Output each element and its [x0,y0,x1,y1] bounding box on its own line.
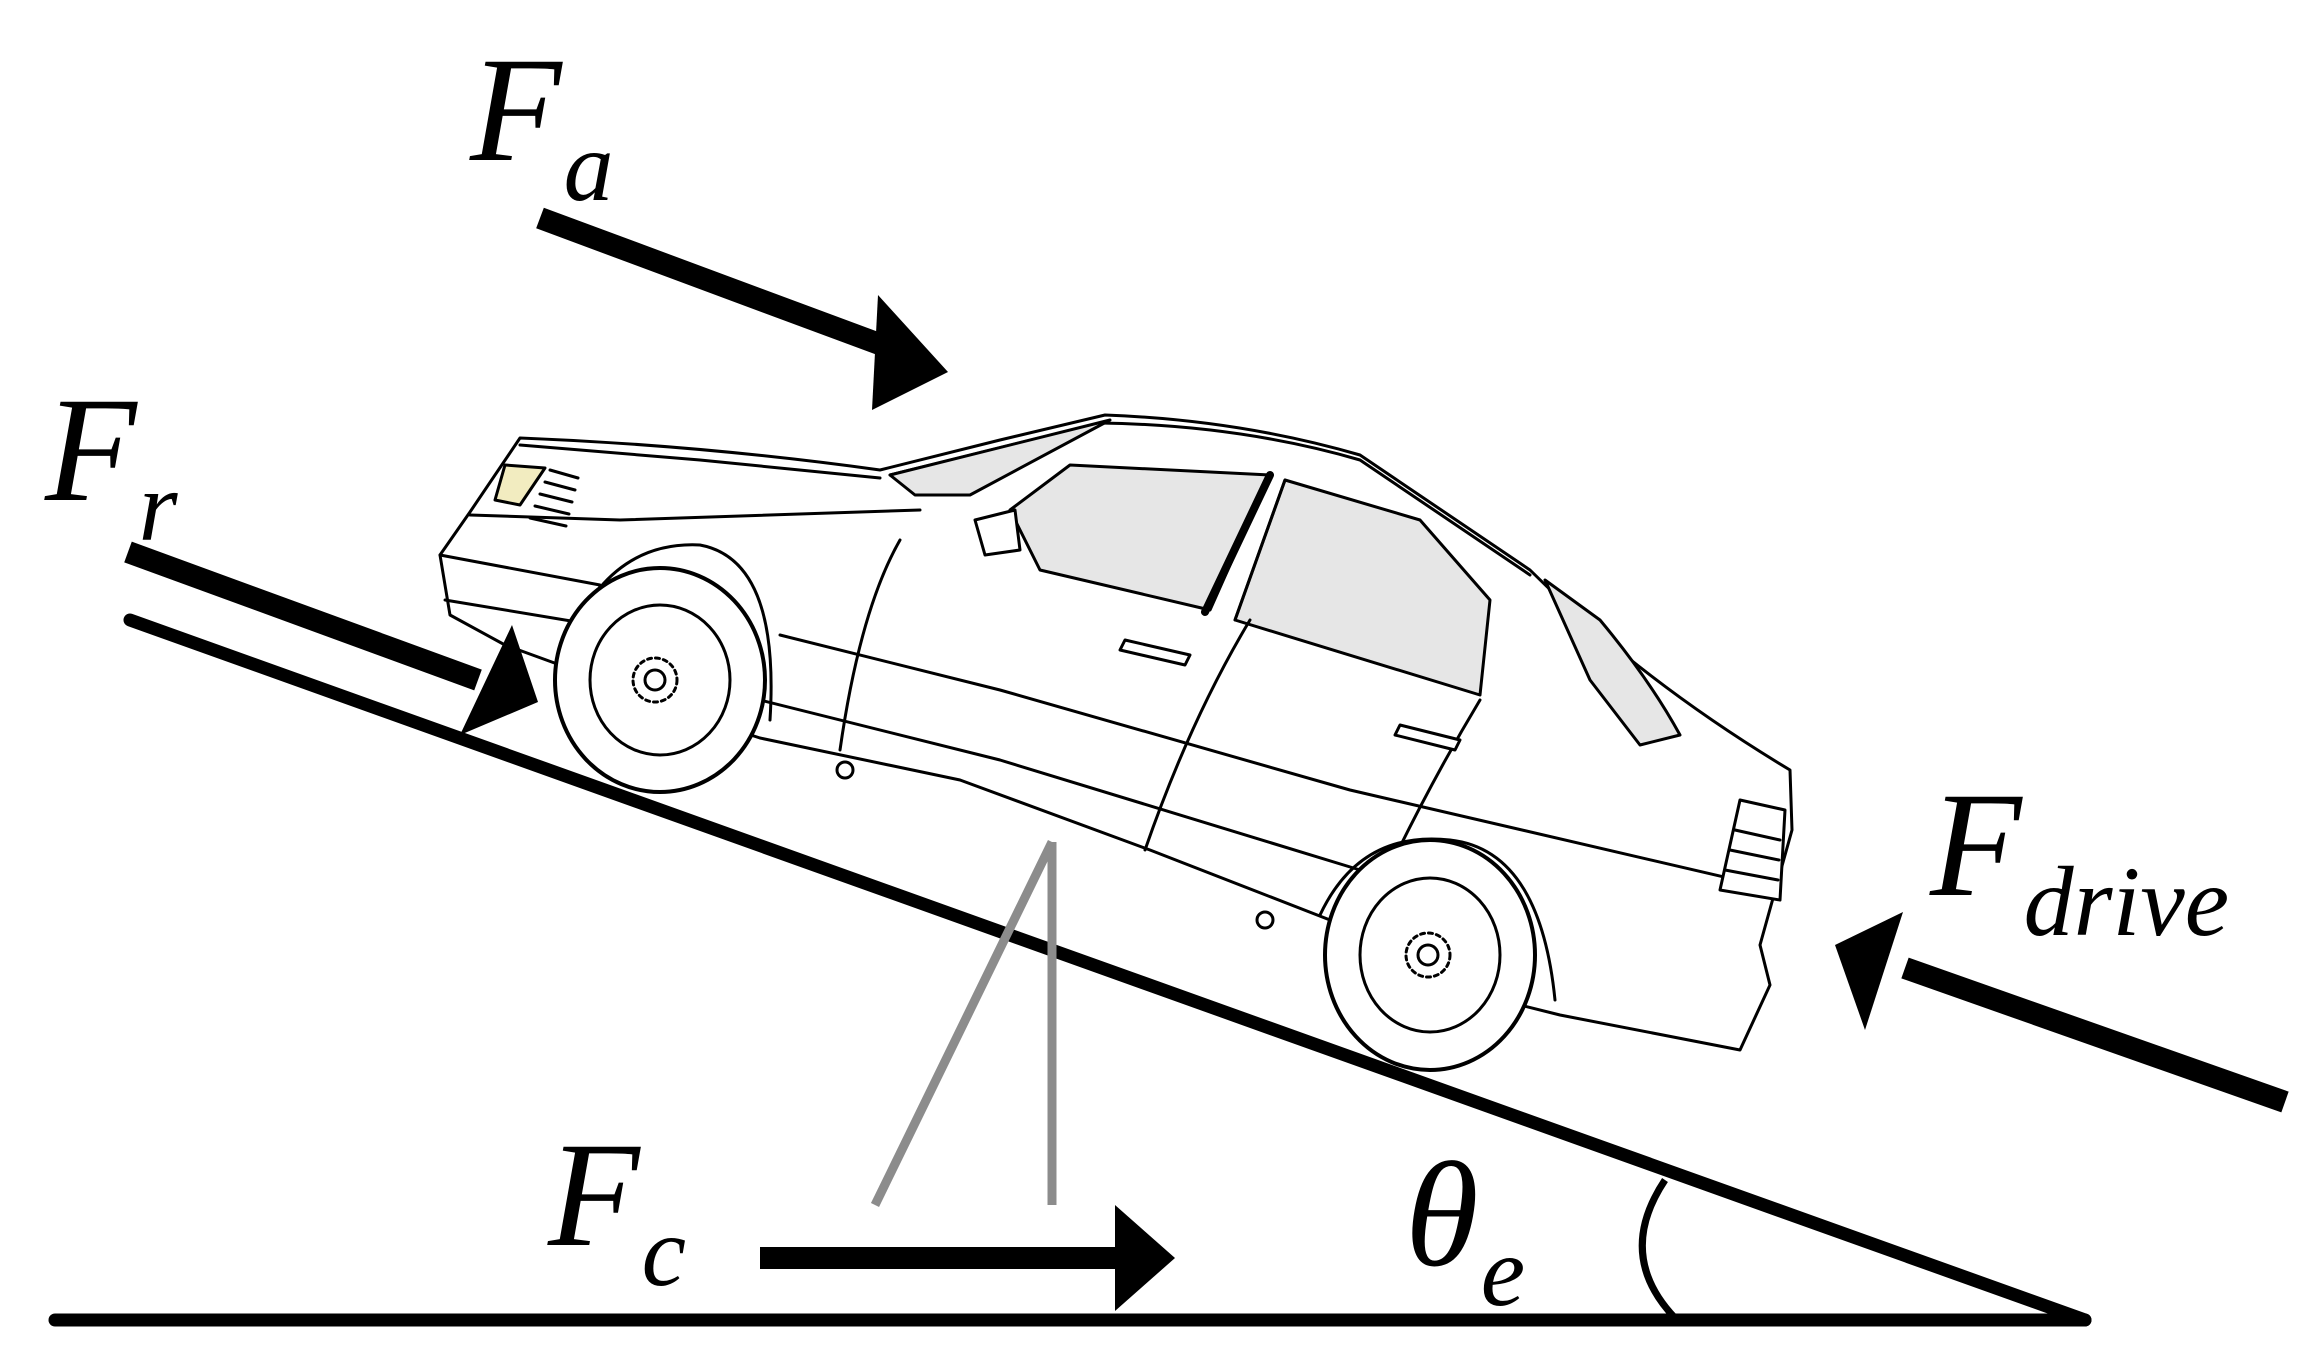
windshield [888,418,1112,497]
car-illustration [438,413,1794,1072]
fc-arrow [760,1205,1175,1311]
fr-label: Fr [45,375,178,557]
rear-quarter-glass [1543,578,1682,747]
fr-arrow [124,541,538,735]
taillight [1718,798,1787,902]
angle-arc [1638,1178,1678,1321]
fc-symbol: F [548,1112,640,1278]
fdrive-subscript: drive [2023,846,2230,957]
fa-symbol: F [470,27,562,193]
support-lines [870,840,1057,1207]
fa-label: Fa [470,35,614,217]
theta-label: θe [1405,1140,1525,1322]
fc-label: Fc [548,1120,686,1302]
fdrive-arrow [1835,912,2289,1113]
headlight [493,463,547,507]
fr-symbol: F [45,367,137,533]
theta-symbol: θ [1405,1132,1479,1298]
rear-wheel [1323,838,1537,1072]
front-grille [528,468,580,528]
fa-subscript: a [563,111,614,222]
theta-subscript: e [1480,1216,1526,1327]
fa-arrow [536,207,948,410]
fr-subscript: r [138,451,178,562]
fc-subscript: c [641,1196,687,1307]
fdrive-label: Fdrive [1930,770,2229,952]
fdrive-symbol: F [1930,762,2022,928]
front-wheel [553,566,767,794]
slope-line [123,613,2092,1327]
